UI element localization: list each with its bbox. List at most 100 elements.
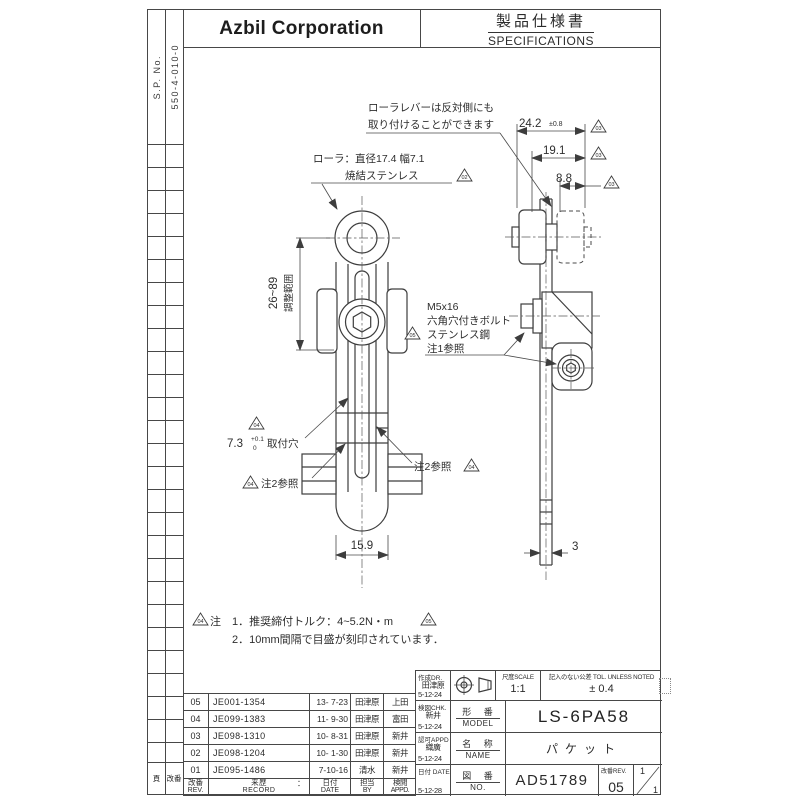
rev-no: 05 [183, 694, 209, 710]
tolerance-cell: 記入のない公差 TOL. UNLESS NOTED ± 0.4 [541, 671, 662, 701]
drawn-cell: 作成DR. 田津原 5-12-24 [416, 671, 451, 701]
rev-record: JE098-1204 [209, 745, 310, 761]
header-by: 担当 BY [351, 779, 384, 795]
rev-no: 02 [183, 745, 209, 761]
bolt-spec-line3: ステンレス鋼 [427, 328, 490, 341]
rev-by: 田津原 [351, 728, 384, 744]
sidebar-empty-grid [148, 145, 183, 763]
dim-15-9: 15.9 [335, 535, 389, 560]
revision-table: 05 JE001-1354 13- 7-23 田津原 上田 04 JE099-1… [183, 693, 416, 796]
rev-by: 清水 [351, 762, 384, 778]
rev-no: 03 [183, 728, 209, 744]
rev-by: 田津原 [351, 745, 384, 761]
page-col-label: 頁 [152, 774, 161, 783]
table-header-row: 改番 REV. 来歴 RECORD 日付 DATE 担当 BY 検閲 APPD. [183, 779, 416, 796]
dim-24-2: 24.2 ±0.8 03 [516, 118, 607, 208]
note2-ref-left-text: 注2参照 [261, 477, 299, 490]
dim-8-text: 8.8 [556, 173, 572, 185]
note2-ref-right: 注2参照 04 [376, 426, 480, 473]
dim-thickness-text: 3 [572, 541, 578, 553]
table-row: 05 JE001-1354 13- 7-23 田津原 上田 [183, 694, 416, 711]
dim-24-text: 24.2 [519, 118, 541, 130]
dim-hole-tol-low: 0 [253, 445, 257, 452]
rev-date: 11- 9-30 [310, 711, 351, 727]
rev-date: 13- 7-23 [310, 694, 351, 710]
doc-title-jp: 製品仕様書 [487, 10, 594, 33]
center-lines [326, 192, 601, 588]
approved-cell: 認可APPD 織廣 5-12-24 [416, 733, 451, 765]
note1-text: 1．推奨締付トルク：4~5.2N・m [232, 614, 393, 628]
model-value-cell: LS-6PA58 [506, 701, 662, 733]
rev-appd: 新井 [391, 748, 409, 758]
dim-hole-tol-up: +0.1 [251, 436, 264, 443]
no-value-cell: AD51789 [506, 765, 599, 796]
bolt-spec-line2: 六角穴付きボルト [427, 314, 511, 327]
rev-record: JE099-1383 [209, 711, 310, 727]
general-notes: 04 注 1．推奨締付トルク：4~5.2N・m 05 2．10mm間隔で目盛が刻… [192, 612, 444, 646]
lower-bracket-side [551, 342, 593, 391]
rev-mark: 04 [468, 465, 474, 471]
rev-col-label: 改番 [166, 774, 182, 783]
scale-cell: 尺度SCALE 1:1 [496, 671, 541, 701]
rev-by: 田津原 [351, 711, 384, 727]
dim-range-text: 26~89 [268, 277, 280, 309]
doc-title-en: SPECIFICATIONS [487, 33, 595, 48]
header-appd: 検閲 APPD. [390, 778, 410, 795]
rev-date: 7-10-16 [310, 762, 351, 778]
rev-record: JE095-1486 [209, 762, 310, 778]
table-row: 01 JE095-1486 7-10-16 清水 新井 [183, 762, 416, 779]
roller-note-line1: ローラレバーは反対側にも [368, 101, 494, 114]
note2-ref-right-text: 注2参照 [414, 460, 452, 473]
note2-ref-left: 04 注2参照 [242, 443, 346, 490]
note2-text: 2．10mm間隔で目盛が刻印されています． [232, 632, 444, 646]
dim-19-text: 19.1 [543, 145, 565, 157]
company-title: Azbil Corporation [183, 9, 421, 48]
projection-symbol-cell [451, 671, 496, 701]
roller-spec-line2: 焼結ステンレス [345, 169, 419, 182]
notes-label: 注 [210, 614, 221, 628]
dim-24-tol-text: ±0.8 [549, 121, 563, 128]
name-label-cell: 名 称 NAME [451, 733, 506, 765]
header-date: 日付 DATE [310, 779, 351, 795]
no-label-cell: 図 番 NO. [451, 765, 506, 796]
dim-hole-text: 7.3 [227, 438, 243, 450]
sidebar-footer: 頁 改番 [148, 762, 183, 794]
checked-cell: 検図CHK. 新井 5-12-24 [416, 701, 451, 733]
table-row: 03 JE098-1310 10- 8-31 田津原 新井 [183, 728, 416, 745]
dim-8-8: 8.8 03 [556, 173, 620, 212]
rev-mark: 03 [608, 182, 614, 188]
sheet-count-slash [636, 766, 660, 795]
title-block: 作成DR. 田津原 5-12-24 検図CHK. 新井 5-12-24 認可AP… [415, 670, 662, 796]
rev-appd: 新井 [391, 731, 409, 741]
rev-mark: 04 [253, 423, 259, 429]
roller-note-line2: 取り付けることができます [368, 118, 494, 131]
date-cell: 日付 DATE 5-12-28 [416, 765, 451, 796]
roller-reverse-note: ローラレバーは反対側にも 取り付けることができます [366, 101, 552, 207]
dim-3: 3 [524, 541, 578, 557]
dim-19-1: 19.1 03 [531, 145, 607, 212]
rev-mark: 05 [425, 619, 431, 625]
stamp-placeholder [659, 678, 671, 694]
third-angle-projection-icon [454, 675, 492, 695]
rev-date: 10- 8-31 [310, 728, 351, 744]
roller-spec-note: ローラ：直径17.4 幅7.1 焼結ステンレス 02 [311, 152, 473, 210]
rev-mark: 02 [461, 175, 467, 181]
header-record: 来歴 RECORD [209, 779, 310, 795]
bolt-spec-note: M5x16 六角穴付きボルト ステンレス鋼 注1参照 05 [404, 301, 557, 367]
rev-date: 10- 1-30 [310, 745, 351, 761]
rev-mark: 04 [247, 482, 253, 488]
rev-mark: 05 [409, 333, 415, 339]
header-rev: 改番 REV. [183, 779, 209, 795]
sheet-count-cell: 1 1 [634, 765, 662, 796]
rev-cell: 改番REV. 05 [599, 765, 634, 796]
mounting-hole-note: 04 7.3 +0.1 0 取付穴 [227, 397, 349, 452]
name-value-cell: パケット [506, 733, 662, 765]
table-row: 04 JE099-1383 11- 9-30 田津原 富田 [183, 711, 416, 728]
dim-range-label: 調整範囲 [283, 274, 295, 312]
sidebar-header: S.P. No. 550-4-010-0 [148, 10, 183, 145]
dim-hole-label: 取付穴 [267, 437, 299, 450]
bolt-spec-line4: 注1参照 [427, 342, 465, 355]
rev-record: JE098-1310 [209, 728, 310, 744]
rev-by: 田津原 [351, 694, 384, 710]
